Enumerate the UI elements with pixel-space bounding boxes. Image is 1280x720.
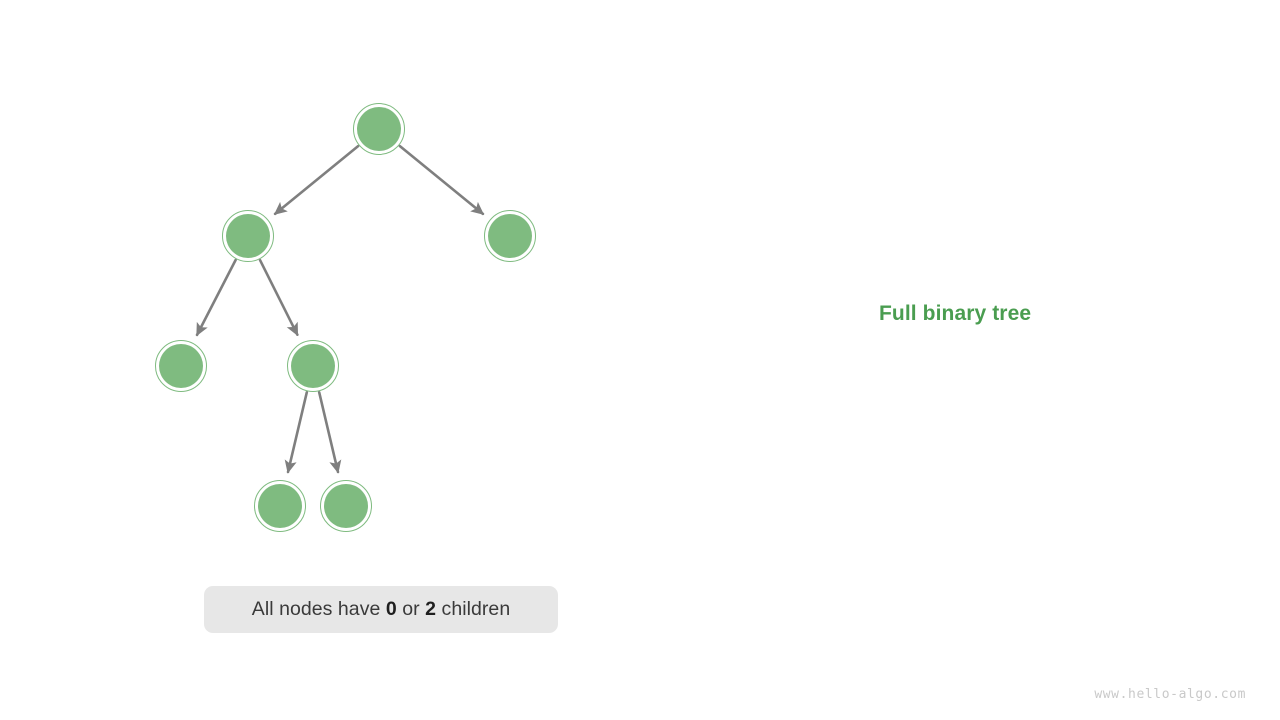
tree-edge xyxy=(398,144,485,216)
tree-edge xyxy=(273,144,360,216)
caption-middle: or xyxy=(396,598,426,620)
tree-node[interactable] xyxy=(155,340,207,392)
caption-bold-zero: 0 xyxy=(385,598,397,620)
page-title: Full binary tree xyxy=(879,302,1032,325)
tree-node[interactable] xyxy=(287,340,339,392)
tree-edge xyxy=(258,258,299,337)
caption-bold-two: 2 xyxy=(425,598,437,620)
caption-suffix: children xyxy=(436,598,511,620)
tree-node[interactable] xyxy=(320,480,372,532)
caption-badge: All nodes have 0 or 2 children xyxy=(204,586,558,633)
tree-node[interactable] xyxy=(254,480,306,532)
tree-edge xyxy=(195,258,237,337)
caption-prefix: All nodes have xyxy=(251,598,386,620)
tree-node[interactable] xyxy=(484,210,536,262)
watermark: www.hello-algo.com xyxy=(1094,687,1246,702)
tree-node[interactable] xyxy=(222,210,274,262)
caption-text: All nodes have 0 or 2 children xyxy=(252,598,510,621)
tree-edge xyxy=(317,390,342,474)
tree-edge xyxy=(284,390,309,474)
edge-layer xyxy=(195,144,485,474)
tree-node[interactable] xyxy=(353,103,405,155)
